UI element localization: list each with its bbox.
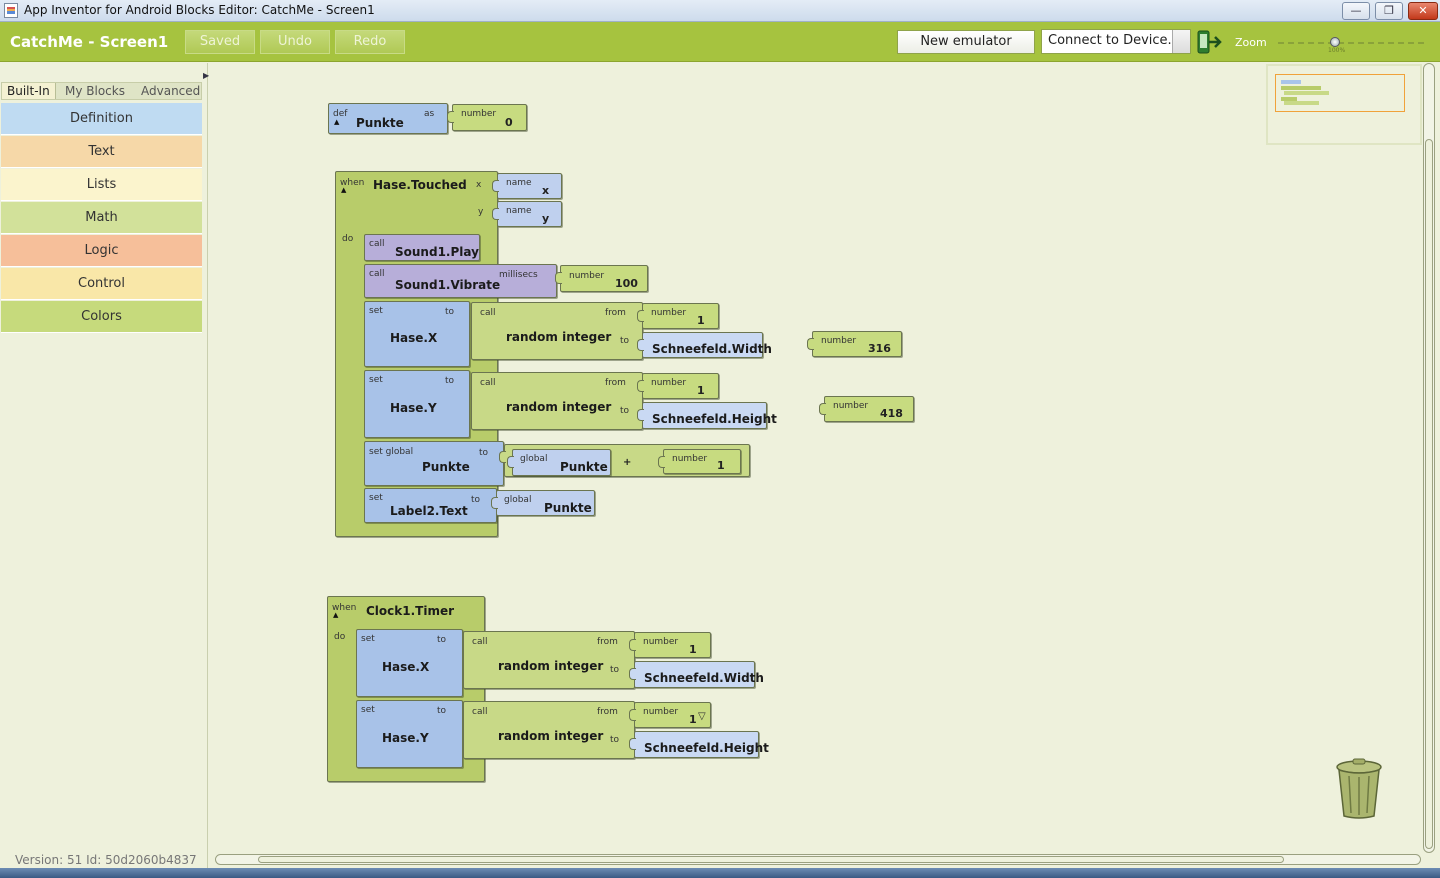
random-integer-block[interactable]: call from random integer to [463, 701, 635, 759]
def-punkte-block[interactable]: def ▲ Punkte as [328, 103, 448, 134]
call-sound-play-block[interactable]: call Sound1.Play [364, 234, 480, 261]
top-toolbar: CatchMe - Screen1 Saved Undo Redo New em… [0, 22, 1440, 62]
drawer-logic[interactable]: Logic [1, 235, 202, 267]
connect-device-select[interactable]: Connect to Device... [1041, 29, 1191, 54]
trash-can-icon[interactable] [1334, 758, 1384, 820]
tab-my-blocks[interactable]: My Blocks [65, 84, 125, 98]
blocks-workspace[interactable]: def ▲ Punkte as number 0 when ▲ Hase.Tou… [209, 63, 1440, 878]
collapse-arrow-icon[interactable]: ▶ [203, 71, 210, 80]
number-block[interactable]: number 1 [629, 632, 711, 658]
drawer-text[interactable]: Text [1, 136, 202, 168]
set-hase-x-block[interactable]: set to Hase.X [364, 301, 470, 367]
param-name-x[interactable]: name x [492, 173, 562, 199]
random-integer-block[interactable]: call from random integer to [463, 631, 635, 689]
tab-advanced[interactable]: Advanced [141, 84, 201, 98]
drawer-math[interactable]: Math [1, 202, 202, 234]
minimize-button[interactable]: — [1342, 2, 1370, 20]
chevron-down-icon[interactable] [1172, 30, 1190, 53]
schneefeld-height-block[interactable]: Schneefeld.Height [637, 402, 777, 429]
redo-button[interactable]: Redo [335, 30, 405, 54]
set-hase-x-block[interactable]: set to Hase.X [356, 629, 463, 697]
number-block[interactable]: number 1 [637, 373, 719, 399]
call-sound-vibrate-block[interactable]: call Sound1.Vibrate millisecs [364, 264, 557, 298]
vertical-scrollbar[interactable] [1423, 63, 1435, 853]
blocks-palette: ▶ Built-In My Blocks Advanced Definition… [0, 63, 210, 878]
schneefeld-width-block[interactable]: Schneefeld.Width [629, 661, 764, 688]
version-text: Version: 51 Id: 50d2060b4837 [15, 853, 197, 867]
number-block[interactable]: number 100 [555, 265, 648, 292]
schneefeld-width-block[interactable]: Schneefeld.Width [637, 332, 772, 358]
drawer-colors[interactable]: Colors [1, 301, 202, 333]
zoom-slider[interactable]: 100% [1278, 34, 1426, 54]
global-punkte-getter[interactable]: global Punkte [491, 490, 595, 516]
loose-number-418[interactable]: number 418 [819, 396, 914, 422]
number-block[interactable]: number 0 [447, 104, 527, 131]
random-integer-block[interactable]: call from random integer to [471, 302, 643, 360]
zoom-label: Zoom [1235, 36, 1267, 49]
maximize-button[interactable]: ❐ [1375, 2, 1403, 20]
drawer-definition[interactable]: Definition [1, 103, 202, 135]
taskbar-strip [0, 868, 1440, 878]
app-icon [4, 3, 18, 18]
set-hase-y-block[interactable]: set to Hase.Y [356, 700, 463, 768]
saved-button[interactable]: Saved [185, 30, 255, 54]
zoom-percent: 100% [1328, 47, 1346, 54]
random-integer-block[interactable]: call from random integer to [471, 372, 643, 430]
set-label2-text-block[interactable]: set to Label2.Text [364, 488, 497, 523]
phone-connect-icon[interactable] [1196, 29, 1222, 55]
loose-number-316[interactable]: number 316 [807, 331, 902, 357]
project-title: CatchMe - Screen1 [10, 33, 169, 51]
connect-device-label: Connect to Device... [1048, 33, 1180, 48]
number-block[interactable]: number 1 [658, 449, 741, 474]
horizontal-scrollbar[interactable] [215, 854, 1421, 865]
undo-button[interactable]: Undo [260, 30, 330, 54]
param-name-y[interactable]: name y [492, 201, 562, 227]
global-punkte-getter[interactable]: global Punkte [507, 449, 611, 476]
drawer-control[interactable]: Control [1, 268, 202, 300]
new-emulator-button[interactable]: New emulator [897, 30, 1035, 54]
workspace-minimap[interactable] [1266, 64, 1422, 145]
number-block[interactable]: number 1 ▽ [629, 702, 711, 728]
close-button[interactable]: ✕ [1408, 2, 1438, 20]
drawer-lists[interactable]: Lists [1, 169, 202, 201]
set-global-punkte-block[interactable]: set global to Punkte [364, 441, 504, 486]
tab-built-in[interactable]: Built-In [2, 83, 56, 99]
set-hase-y-block[interactable]: set to Hase.Y [364, 370, 470, 438]
window-titlebar: App Inventor for Android Blocks Editor: … [0, 0, 1440, 22]
schneefeld-height-block[interactable]: Schneefeld.Height [629, 731, 769, 758]
zoom-slider-thumb[interactable] [1330, 37, 1340, 47]
palette-tabs: Built-In My Blocks Advanced [1, 82, 202, 100]
number-block[interactable]: number 1 [637, 303, 719, 329]
minimap-viewport[interactable] [1275, 74, 1405, 112]
window-title: App Inventor for Android Blocks Editor: … [24, 3, 375, 17]
dropdown-triangle-icon[interactable]: ▽ [698, 711, 706, 722]
